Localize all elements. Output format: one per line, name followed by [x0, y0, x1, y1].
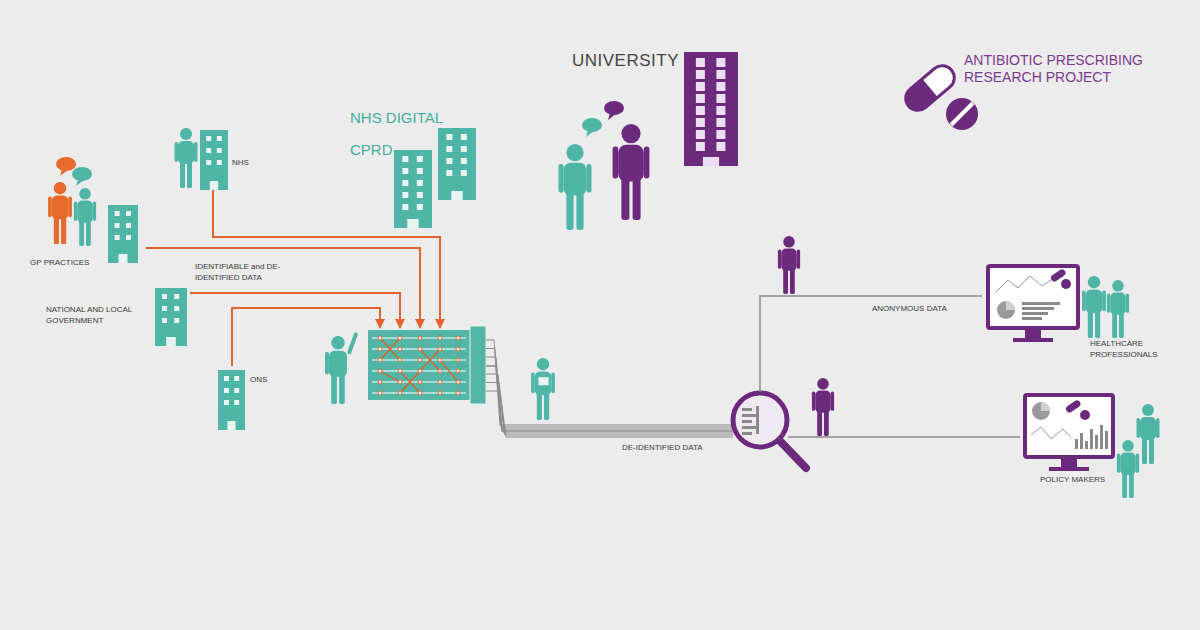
- person-figure: [1117, 440, 1139, 498]
- speech-bubble: [582, 118, 602, 137]
- data-flow-line: [760, 296, 982, 392]
- data-flow-line: [788, 436, 1020, 438]
- node-label: GP PRACTICES: [30, 258, 89, 269]
- data-line: [486, 357, 733, 429]
- building-icon: [438, 128, 476, 200]
- person-figure: [325, 332, 358, 404]
- data-linkage-hub: [368, 326, 486, 404]
- person-figure: [1082, 276, 1106, 338]
- node-label: UNIVERSITY: [572, 50, 679, 73]
- monitor-icon: [988, 266, 1078, 342]
- region-circle-shape: [280, 128, 660, 508]
- data-flow-line: [232, 308, 380, 366]
- region-circle: [280, 128, 660, 508]
- speech-bubble: [604, 101, 624, 120]
- audience-box: HEALTHCARE PROFESSIONALS: [982, 262, 1159, 364]
- person-figure: [531, 358, 555, 420]
- source-box: NHS: [172, 120, 262, 190]
- person-figure: [48, 182, 72, 244]
- building-icon: [108, 205, 138, 263]
- data-provider-circle: NHS DIGITALCPRD: [280, 128, 660, 508]
- person-figure: [175, 128, 198, 188]
- monitor-icon: [1025, 395, 1113, 471]
- source-box: GP PRACTICES: [24, 150, 146, 272]
- person-figure: [778, 236, 800, 294]
- source-box: NATIONAL AND LOCAL GOVERNMENT: [42, 284, 190, 348]
- person-figure: [559, 144, 592, 230]
- node-label: NATIONAL AND LOCAL GOVERNMENT: [46, 305, 150, 327]
- node-label: NHS DIGITAL: [350, 108, 443, 128]
- speech-bubble: [72, 167, 92, 186]
- node-label: ONS: [250, 375, 267, 386]
- project-title: ANTIBIOTIC PRESCRIBING RESEARCH PROJECT: [964, 52, 1186, 86]
- node-label: HEALTHCARE PROFESSIONALS: [1090, 339, 1156, 361]
- node-label: CPRD: [350, 140, 393, 160]
- data-line: [486, 383, 733, 436]
- region-circle: [467, 0, 1007, 535]
- data-flow-line: [190, 293, 400, 328]
- data-flow-line: [146, 248, 420, 328]
- flow-label: DE-IDENTIFIED DATA: [622, 443, 703, 454]
- building-icon: [200, 130, 228, 190]
- person-figure: [812, 378, 834, 436]
- audience-box: POLICY MAKERS: [1020, 390, 1170, 490]
- source-box: ONS: [214, 366, 276, 434]
- magnifier-icon: [733, 393, 806, 468]
- person-figure: [1107, 280, 1129, 338]
- building-icon: [394, 150, 432, 228]
- node-label: POLICY MAKERS: [1040, 475, 1105, 486]
- node-label: NHS: [232, 158, 249, 169]
- data-line: [486, 374, 733, 433]
- person-figure: [613, 124, 650, 220]
- university-circle: UNIVERSITY: [467, 0, 1007, 535]
- building-icon: [684, 52, 738, 166]
- person-figure: [1137, 404, 1160, 464]
- data-line: [486, 349, 733, 428]
- flow-label: ANONYMOUS DATA: [872, 304, 947, 315]
- data-flow-line: [486, 366, 733, 431]
- data-line: [486, 391, 733, 437]
- region-circle-shape: [467, 0, 1007, 535]
- building-icon: [218, 370, 245, 430]
- person-figure: [74, 188, 96, 246]
- data-line: [486, 340, 733, 425]
- flow-label: IDENTIFIABLE and DE-IDENTIFIED DATA: [195, 262, 307, 284]
- building-icon: [155, 288, 187, 346]
